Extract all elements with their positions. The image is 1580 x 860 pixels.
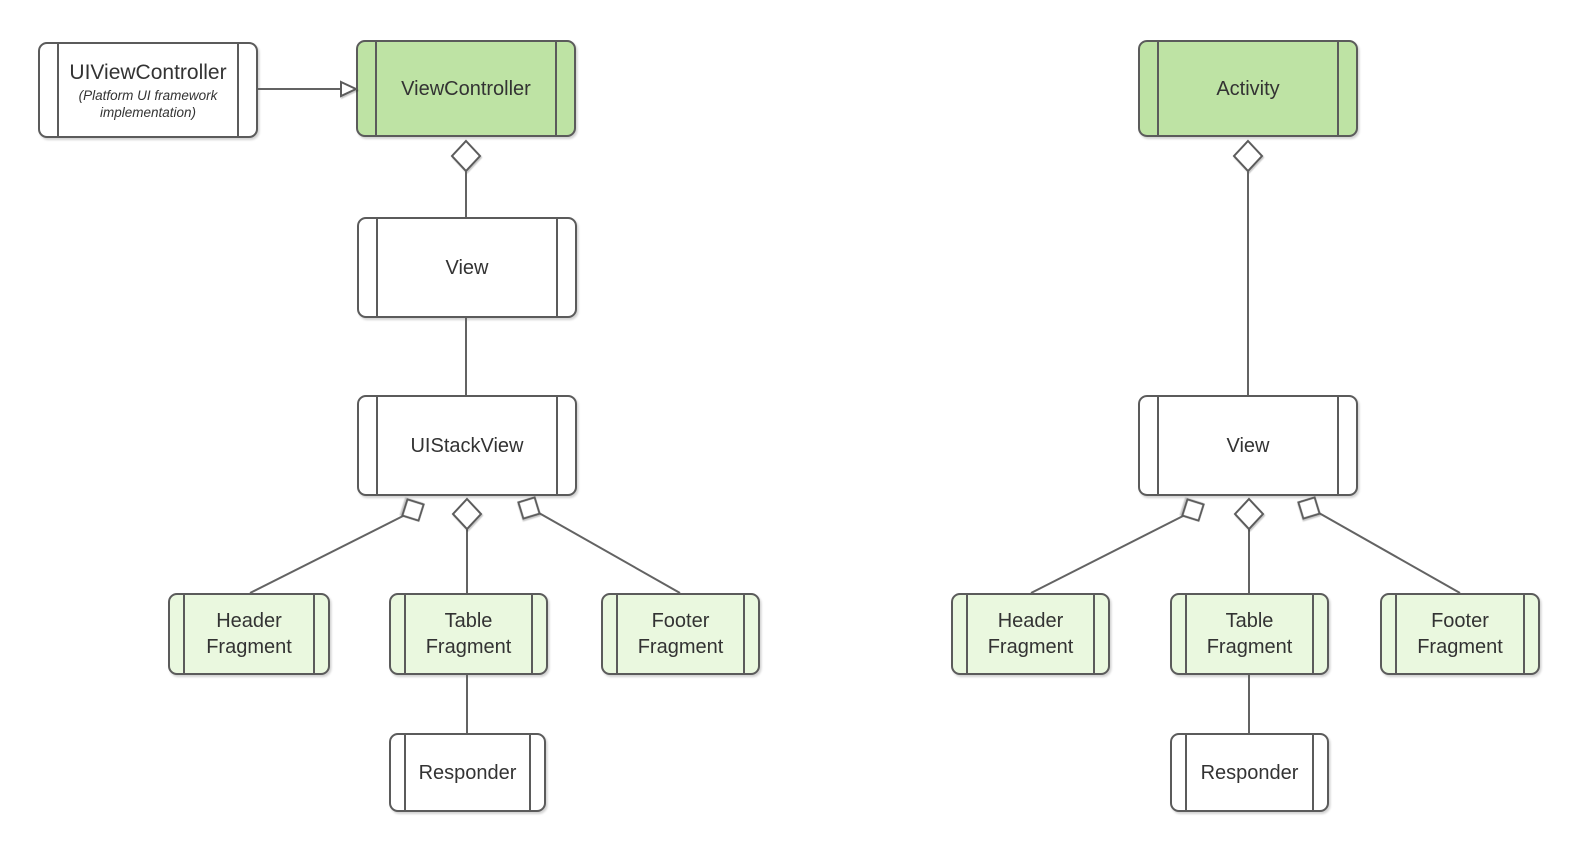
side-bar-right (529, 735, 531, 810)
node-viewcontroller: ViewController (356, 40, 576, 137)
note-subtitle: (Platform UI framework implementation) (78, 87, 218, 120)
note-title: UIViewController (69, 60, 227, 84)
side-bar-right (313, 595, 315, 673)
aggregation-diamond-icon (1297, 496, 1321, 520)
side-bar-right (1337, 397, 1339, 494)
aggregation-diamond-icon (1232, 139, 1264, 173)
side-bar-left (1157, 397, 1159, 494)
generalization-arrowhead-icon (340, 80, 359, 98)
connector-line (538, 512, 681, 594)
side-bar-right (1312, 735, 1314, 810)
node-footer-fragment-left: Footer Fragment (601, 593, 760, 675)
side-bar-right (1337, 42, 1339, 135)
node-responder-left: Responder (389, 733, 546, 812)
connector-line (1030, 515, 1184, 594)
node-label: ViewController (401, 77, 531, 100)
side-bar-left (404, 595, 406, 673)
side-bar-right (555, 42, 557, 135)
node-label: Responder (1200, 761, 1299, 784)
node-uistackview: UIStackView (357, 395, 577, 496)
node-uiviewcontroller-note: UIViewController (Platform UI framework … (38, 42, 258, 138)
node-view-left: View (357, 217, 577, 318)
node-label: UIViewController (Platform UI framework … (40, 60, 256, 121)
node-responder-right: Responder (1170, 733, 1329, 812)
node-table-fragment-left: Table Fragment (389, 593, 548, 675)
side-bar-left (1185, 595, 1187, 673)
side-bar-left (57, 44, 59, 136)
node-footer-fragment-right: Footer Fragment (1380, 593, 1540, 675)
side-bar-left (375, 42, 377, 135)
side-bar-left (376, 397, 378, 494)
side-bar-right (556, 397, 558, 494)
aggregation-diamond-icon (450, 139, 482, 173)
aggregation-diamond-icon (401, 498, 425, 522)
aggregation-diamond-icon (1181, 498, 1205, 522)
side-bar-left (1185, 735, 1187, 810)
side-bar-left (616, 595, 618, 673)
aggregation-diamond-icon (1233, 497, 1265, 531)
node-label: Footer Fragment (637, 610, 724, 658)
node-label: Table Fragment (425, 610, 512, 658)
node-label: Footer Fragment (1417, 610, 1503, 658)
node-table-fragment-right: Table Fragment (1170, 593, 1329, 675)
side-bar-left (1395, 595, 1397, 673)
connector-line (249, 515, 404, 594)
node-header-fragment-right: Header Fragment (951, 593, 1110, 675)
side-bar-right (743, 595, 745, 673)
node-label: View (445, 256, 489, 279)
node-view-right: View (1138, 395, 1358, 496)
side-bar-left (376, 219, 378, 316)
node-header-fragment-left: Header Fragment (168, 593, 330, 675)
aggregation-diamond-icon (517, 496, 541, 520)
node-label: Table Fragment (1206, 610, 1293, 658)
side-bar-right (556, 219, 558, 316)
connector-line (1318, 512, 1461, 594)
side-bar-right (1523, 595, 1525, 673)
aggregation-diamond-icon (451, 497, 483, 531)
side-bar-left (404, 735, 406, 810)
side-bar-right (237, 44, 239, 136)
side-bar-right (1312, 595, 1314, 673)
side-bar-right (531, 595, 533, 673)
node-activity: Activity (1138, 40, 1358, 137)
node-label: Activity (1216, 77, 1280, 100)
node-label: View (1226, 434, 1270, 457)
node-label: Header Fragment (206, 610, 292, 658)
node-label: Header Fragment (987, 610, 1074, 658)
side-bar-right (1093, 595, 1095, 673)
side-bar-left (1157, 42, 1159, 135)
node-label: UIStackView (410, 434, 524, 457)
side-bar-left (183, 595, 185, 673)
node-label: Responder (418, 761, 517, 784)
side-bar-left (966, 595, 968, 673)
